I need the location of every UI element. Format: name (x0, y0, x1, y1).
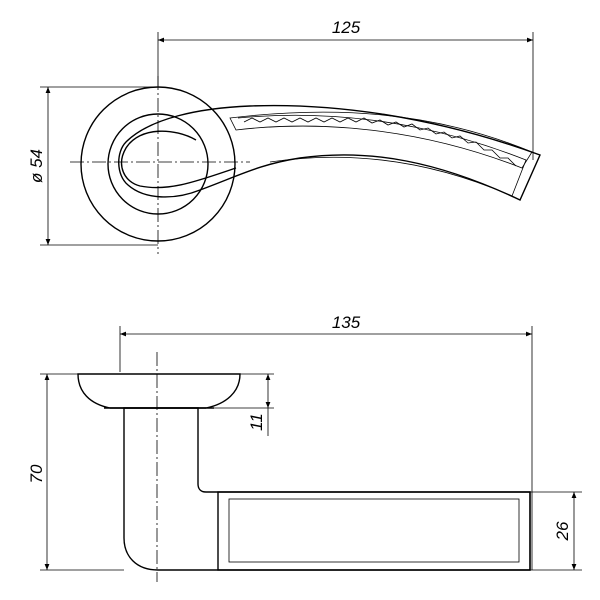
dim-label-70: 70 (27, 464, 46, 483)
dim-label-135: 135 (332, 313, 361, 332)
grip-weave-pattern (228, 498, 520, 563)
lever-band-zigzag (243, 117, 517, 167)
side-view: 135 70 11 26 (27, 313, 582, 582)
grip-insert-frame (217, 491, 531, 571)
dim-label-125: 125 (332, 18, 361, 37)
rose-inner-circle (107, 113, 209, 215)
lever-neck-contour (121, 130, 237, 189)
dim-label-11: 11 (247, 413, 266, 431)
lever-body-top (118, 104, 541, 201)
lever-inner-outline (237, 114, 527, 197)
dim-label-26: 26 (553, 521, 572, 541)
lever-decorative-band (229, 111, 533, 169)
dim-label-54: ø 54 (27, 149, 46, 183)
lever-profile-side (123, 407, 531, 571)
rose-flange (77, 373, 241, 409)
top-view: 125 ø 54 (27, 18, 541, 254)
